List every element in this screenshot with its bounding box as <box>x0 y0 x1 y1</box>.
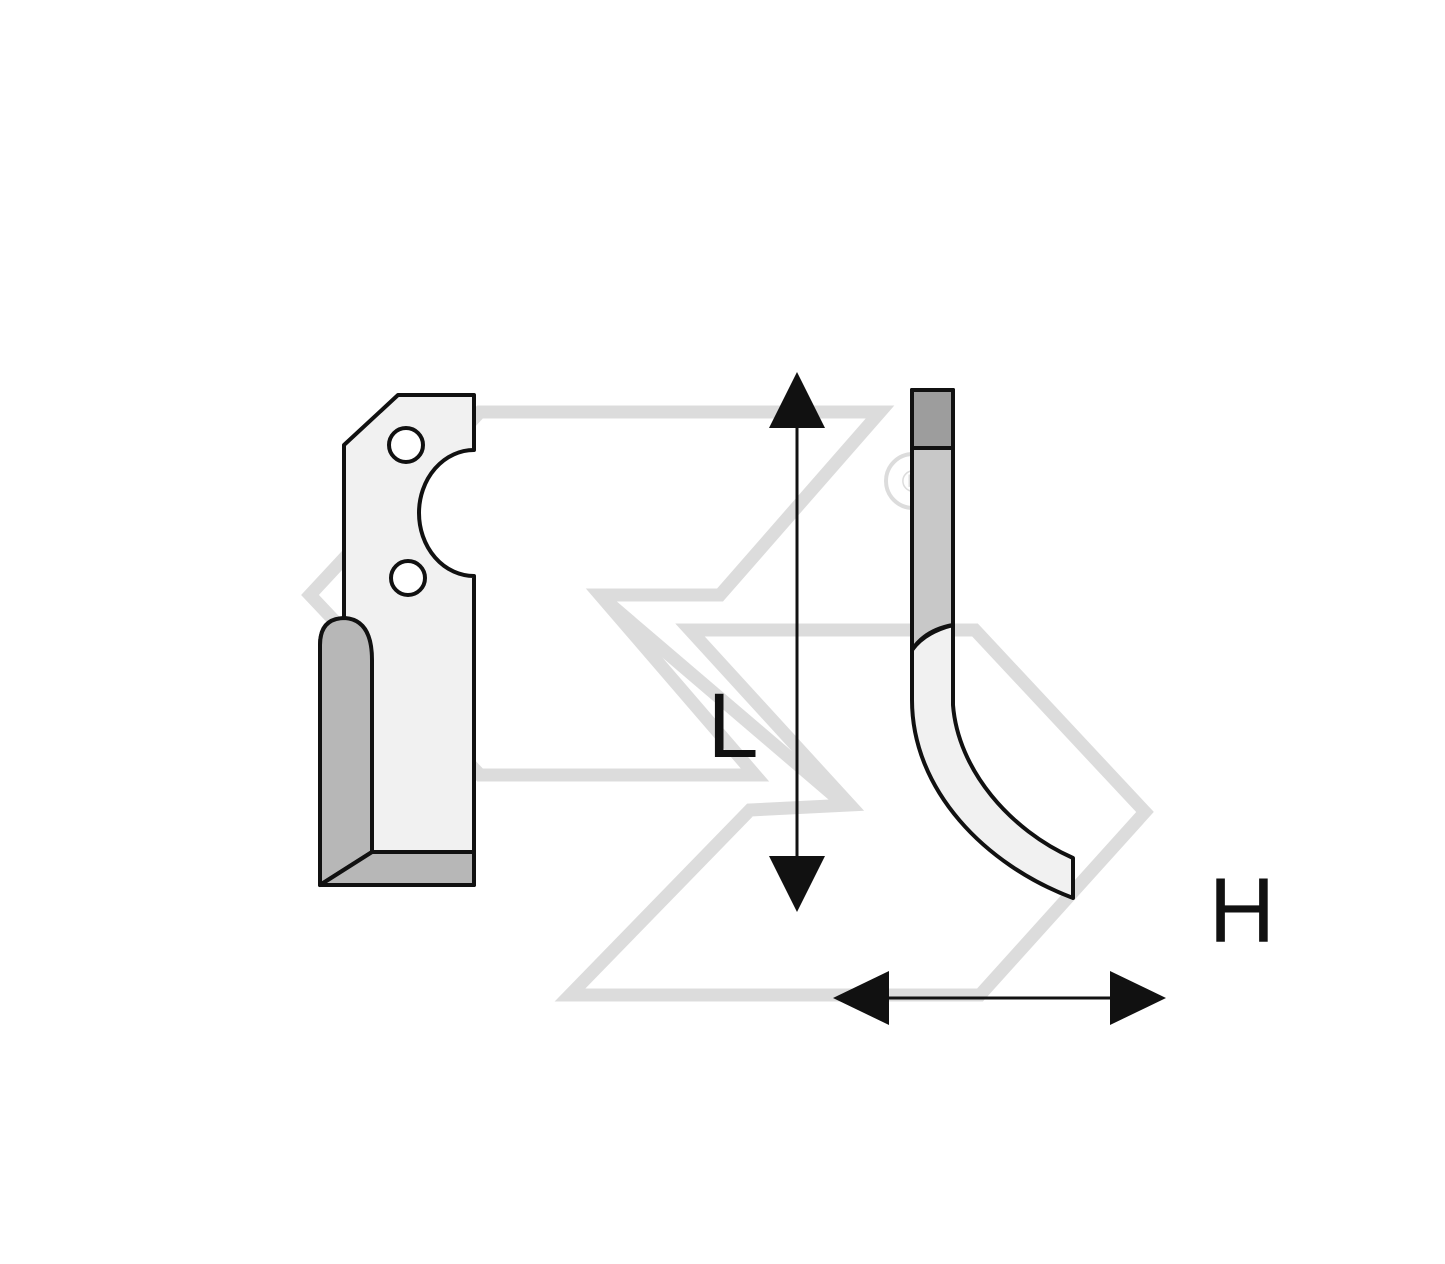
length-dimension-arrow <box>769 372 825 912</box>
length-label: L <box>707 675 758 777</box>
blade-side-bend-edge <box>910 623 954 652</box>
mounting-hole-top <box>387 426 425 464</box>
length-arrow-head-bottom <box>769 856 825 912</box>
blade-front-bevel-side <box>318 616 374 887</box>
height-dimension-arrow <box>833 971 1166 1025</box>
blade-front-view <box>318 393 476 887</box>
length-arrow-head-top <box>769 372 825 428</box>
height-arrow-head-left <box>833 971 889 1025</box>
blade-front-bevel-bottom <box>318 850 476 887</box>
height-label: H <box>1209 860 1275 962</box>
blade-side-shank-top <box>910 388 955 450</box>
height-arrow-head-right <box>1110 971 1166 1025</box>
blade-side-view <box>910 388 1075 900</box>
watermark-inner-stroke <box>600 595 850 810</box>
mounting-hole-bottom <box>389 559 427 597</box>
watermark-lower-chevron <box>554 623 1154 1002</box>
